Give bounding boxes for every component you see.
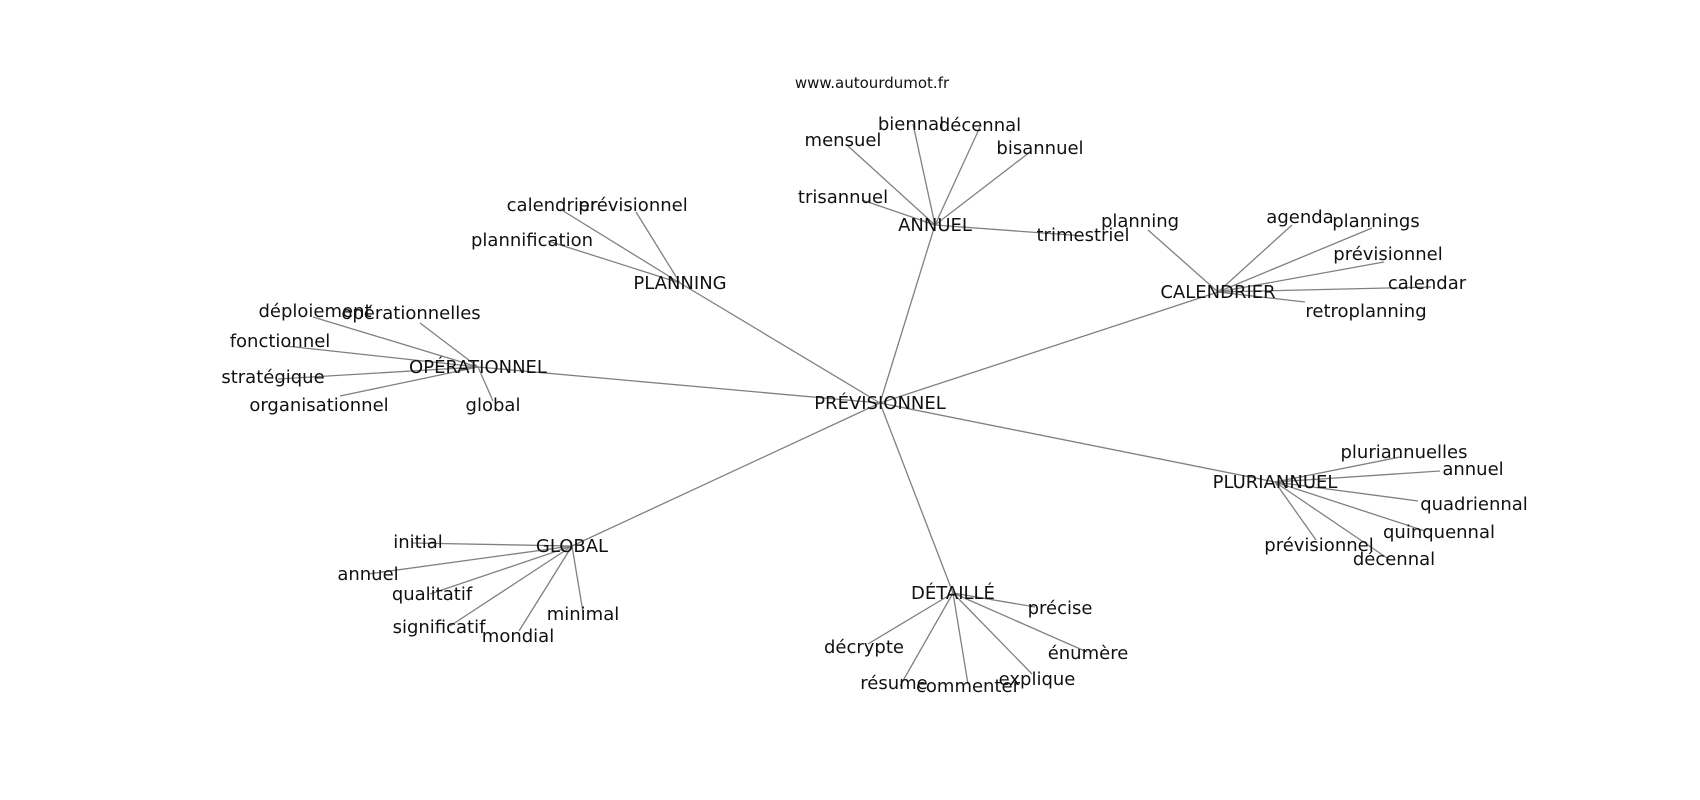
edge-pluriannuel-decennal (1274, 481, 1391, 561)
word-label-annuel-trisannuel: trisannuel (798, 187, 888, 208)
word-label-global-initial: initial (393, 532, 443, 553)
edge-calendrier-calendar (1217, 286, 1432, 293)
word-label-operationnel-operationnelles: opérationnelles (341, 303, 480, 324)
edge-detaille-decrypte (867, 592, 954, 645)
edge-center-calendrier (879, 291, 1219, 404)
edge-annuel-trimestriel (934, 224, 1085, 237)
edge-operationnel-operationnelles (419, 322, 479, 368)
word-label-planning-previsionnel: prévisionnel (578, 195, 687, 216)
word-label-operationnel-organisationnel: organisationnel (249, 395, 388, 416)
hub-label-operationnel: OPÉRATIONNEL (409, 356, 547, 378)
word-label-pluriannuel-annuel: annuel (1442, 459, 1503, 480)
edge-calendrier-planning (1147, 229, 1219, 293)
edge-pluriannuel-quinquennal (1274, 481, 1426, 532)
word-label-detaille-enumere: énumère (1048, 643, 1129, 664)
word-label-annuel-bisannuel: bisannuel (996, 138, 1083, 159)
edge-center-annuel (879, 224, 936, 404)
edge-annuel-trisannuel (861, 199, 936, 226)
word-label-global-minimal: minimal (547, 604, 620, 625)
word-label-calendrier-agenda: agenda (1266, 207, 1333, 228)
edge-annuel-decennal (934, 126, 981, 226)
word-label-pluriannuel-pluriannuelles: pluriannuelles (1340, 442, 1467, 463)
edge-center-global (571, 402, 881, 547)
word-label-operationnel-strategique: stratégique (221, 367, 324, 388)
edge-pluriannuel-annuel (1274, 470, 1441, 483)
word-label-detaille-commenter: commenter (916, 676, 1021, 697)
edge-calendrier-previsionnel (1217, 261, 1385, 293)
hub-label-annuel: ANNUEL (898, 215, 972, 236)
edge-global-annuel (367, 545, 573, 575)
word-label-pluriannuel-decennal: décennal (1353, 549, 1435, 570)
word-label-pluriannuel-quadriennal: quadriennal (1420, 494, 1528, 515)
source-credit: www.autourdumot.fr (795, 74, 950, 92)
word-label-global-mondial: mondial (482, 626, 554, 647)
hub-label-detaille: DÉTAILLÉ (911, 582, 995, 604)
edge-calendrier-agenda (1217, 224, 1293, 293)
word-label-operationnel-deploiement: déploiement (258, 301, 371, 322)
edge-detaille-explique (952, 592, 1033, 675)
edges-layer (277, 123, 1441, 687)
hub-label-calendrier: CALENDRIER (1160, 282, 1275, 303)
edge-center-pluriannuel (879, 402, 1276, 483)
edge-global-significatif (449, 545, 573, 627)
word-label-annuel-biennal: biennal (878, 114, 944, 135)
hub-label-pluriannuel: PLURIANNUEL (1213, 472, 1338, 493)
word-label-operationnel-fonctionnel: fonctionnel (230, 331, 331, 352)
edge-pluriannuel-pluriannuelles (1274, 456, 1401, 483)
edge-operationnel-global (477, 366, 494, 402)
word-label-detaille-explique: explique (999, 669, 1076, 690)
edge-detaille-resume (899, 592, 954, 687)
edge-detaille-precise (952, 592, 1036, 608)
edge-operationnel-fonctionnel (285, 345, 479, 368)
edge-operationnel-organisationnel (339, 366, 479, 397)
word-label-calendrier-retroplanning: retroplanning (1305, 301, 1426, 322)
word-label-detaille-precise: précise (1028, 598, 1093, 619)
edge-operationnel-strategique (277, 366, 479, 380)
edge-calendrier-retroplanning (1217, 291, 1306, 303)
word-label-planning-calendrier: calendrier (507, 195, 598, 216)
word-label-pluriannuel-quinquennal: quinquennal (1383, 522, 1495, 543)
word-label-detaille-resume: résume (860, 673, 927, 694)
hub-label-global: GLOBAL (536, 536, 608, 557)
word-label-calendrier-plannings: plannings (1332, 211, 1420, 232)
word-label-detaille-decrypte: décrypte (824, 637, 904, 658)
edge-detaille-enumere (952, 592, 1088, 653)
edge-annuel-bisannuel (934, 151, 1031, 226)
edge-pluriannuel-previsionnel (1274, 481, 1317, 541)
edge-calendrier-plannings (1217, 227, 1373, 293)
edge-global-initial (411, 542, 573, 547)
word-label-pluriannuel-previsionnel: prévisionnel (1264, 535, 1373, 556)
edge-detaille-commenter (952, 592, 969, 685)
edge-global-mondial (518, 545, 573, 632)
edge-pluriannuel-quadriennal (1274, 481, 1419, 502)
edge-planning-calendrier (559, 208, 681, 284)
edge-annuel-biennal (912, 123, 936, 226)
edge-global-qualitatif (429, 545, 573, 595)
edge-annuel-mensuel (847, 145, 936, 226)
word-label-calendrier-planning: planning (1101, 211, 1179, 232)
edge-center-operationnel (477, 366, 881, 404)
word-label-annuel-mensuel: mensuel (805, 130, 882, 151)
word-label-global-annuel: annuel (337, 564, 398, 585)
edge-planning-previsionnel (635, 211, 681, 284)
edge-center-detaille (879, 402, 954, 594)
word-label-planning-plannification: plannification (471, 230, 593, 251)
edge-global-minimal (571, 545, 584, 613)
word-label-global-significatif: significatif (393, 617, 487, 638)
edge-planning-plannification (547, 240, 681, 284)
edge-center-planning (679, 282, 881, 404)
word-label-annuel-trimestriel: trimestriel (1037, 225, 1130, 246)
edge-operationnel-deploiement (312, 316, 479, 368)
word-label-calendrier-previsionnel: prévisionnel (1333, 244, 1442, 265)
hub-label-planning: PLANNING (633, 273, 726, 294)
center-label: PRÉVISIONNEL (814, 392, 946, 414)
word-label-calendrier-calendar: calendar (1388, 273, 1467, 294)
word-label-global-qualitatif: qualitatif (392, 584, 473, 605)
word-label-operationnel-global: global (466, 395, 521, 416)
labels-layer: www.autourdumot.fr mensuelbiennaldécenna… (221, 74, 1527, 697)
word-label-annuel-decennal: décennal (939, 115, 1021, 136)
